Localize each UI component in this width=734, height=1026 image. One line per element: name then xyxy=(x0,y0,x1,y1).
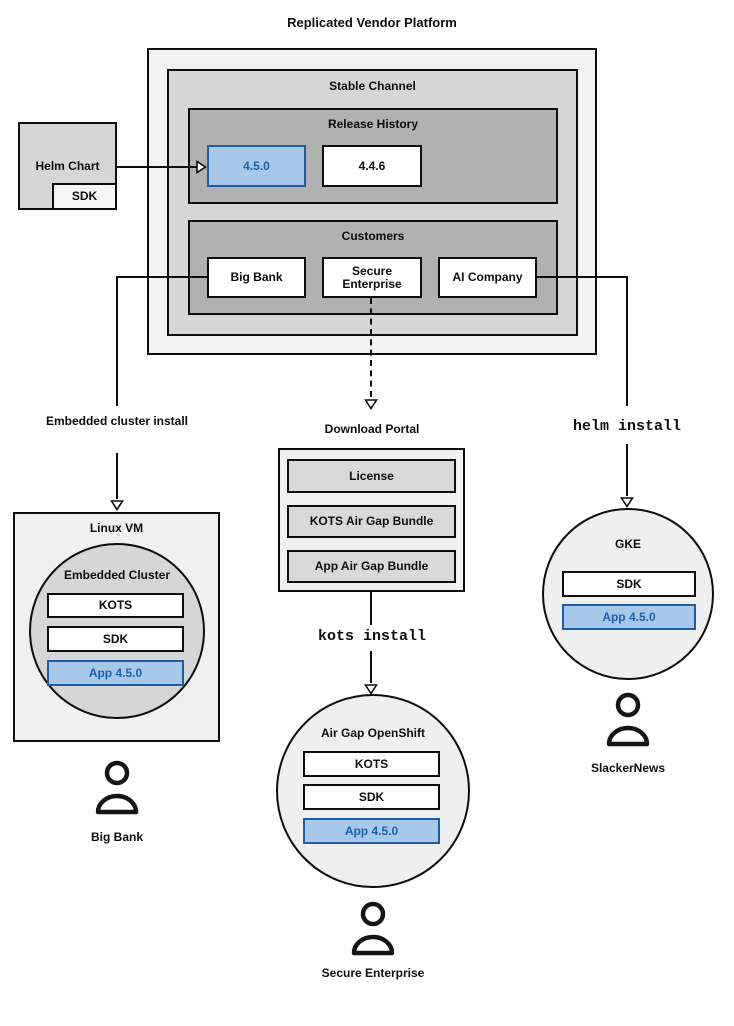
release-version-450: 4.5.0 xyxy=(207,145,306,187)
portal-kots-bundle-box: KOTS Air Gap Bundle xyxy=(287,505,456,538)
portal-app-bundle-box: App Air Gap Bundle xyxy=(287,550,456,583)
aicompany-connector-vline-top xyxy=(626,276,628,406)
airgap-dashed-line xyxy=(370,298,372,397)
helm-chart-arrow-line xyxy=(117,166,199,168)
slackernews-user-label: SlackerNews xyxy=(590,761,666,775)
customer-big-bank: Big Bank xyxy=(207,257,306,298)
customer-ai-company: AI Company xyxy=(438,257,537,298)
aicompany-connector-hline xyxy=(537,276,628,278)
customer-secure-enterprise: Secure Enterprise xyxy=(322,257,422,298)
big-bank-user-label: Big Bank xyxy=(90,830,143,844)
embedded-sdk-box: SDK xyxy=(47,626,184,652)
airgap-app-box: App 4.5.0 xyxy=(303,818,440,844)
bigbank-connector-hline xyxy=(117,276,207,278)
helm-chart-label: Helm Chart xyxy=(35,159,100,173)
release-version-446: 4.4.6 xyxy=(322,145,422,187)
aicompany-connector-vline-bottom xyxy=(626,444,628,496)
embedded-app-box: App 4.5.0 xyxy=(47,660,184,686)
airgap-sdk-box: SDK xyxy=(303,784,440,810)
embedded-kots-box: KOTS xyxy=(47,593,184,618)
helm-install-command: helm install xyxy=(572,418,682,435)
slackernews-user-icon xyxy=(602,692,654,750)
arrowhead-down-icon xyxy=(620,497,634,508)
gke-app-box: App 4.5.0 xyxy=(562,604,696,630)
arrowhead-down-icon xyxy=(364,684,378,695)
linux-vm-label: Linux VM xyxy=(89,521,144,535)
release-history-label: Release History xyxy=(327,117,419,131)
diagram-title: Replicated Vendor Platform xyxy=(287,15,457,30)
bigbank-connector-vline-bottom xyxy=(116,453,118,499)
kots-install-command: kots install xyxy=(317,628,427,645)
portal-license-box: License xyxy=(287,459,456,493)
secure-enterprise-user-label: Secure Enterprise xyxy=(321,966,425,980)
arrowhead-down-icon xyxy=(110,500,124,511)
helm-chart-sdk-box: SDK xyxy=(52,183,117,210)
airgap-openshift-label: Air Gap OpenShift xyxy=(320,726,425,740)
embedded-install-label: Embedded cluster install xyxy=(45,414,189,428)
gke-label: GKE xyxy=(614,537,641,551)
big-bank-user-icon xyxy=(91,760,143,818)
arrowhead-down-icon xyxy=(364,399,378,410)
customers-label: Customers xyxy=(341,229,405,243)
kots-install-line-top xyxy=(370,592,372,625)
arrowhead-right-icon xyxy=(196,160,207,174)
secure-enterprise-user-icon xyxy=(347,901,399,959)
bigbank-connector-vline-top xyxy=(116,276,118,406)
kots-install-line-bottom xyxy=(370,651,372,683)
gke-sdk-box: SDK xyxy=(562,571,696,597)
stable-channel-label: Stable Channel xyxy=(329,79,416,93)
embedded-cluster-label: Embedded Cluster xyxy=(63,568,171,582)
airgap-kots-box: KOTS xyxy=(303,751,440,777)
download-portal-label: Download Portal xyxy=(324,422,420,436)
